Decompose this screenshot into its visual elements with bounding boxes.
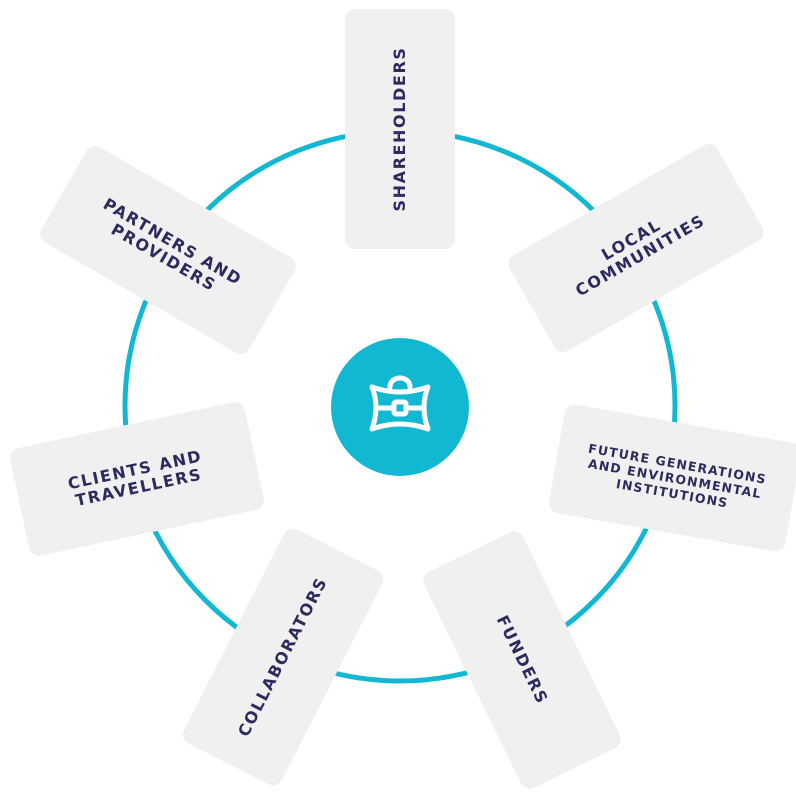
card-label: SHAREHOLDERS [389,46,409,212]
travel-bag-icon [369,375,431,432]
card-label: FUTURE GENERATIONS AND ENVIRONMENTAL INS… [587,440,768,511]
card-label: CLIENTS AND TRAVELLERS [66,445,204,511]
card-label: FUNDERS [492,612,553,708]
card-shareholders: SHAREHOLDERS [345,9,455,249]
center-hub [331,338,469,476]
